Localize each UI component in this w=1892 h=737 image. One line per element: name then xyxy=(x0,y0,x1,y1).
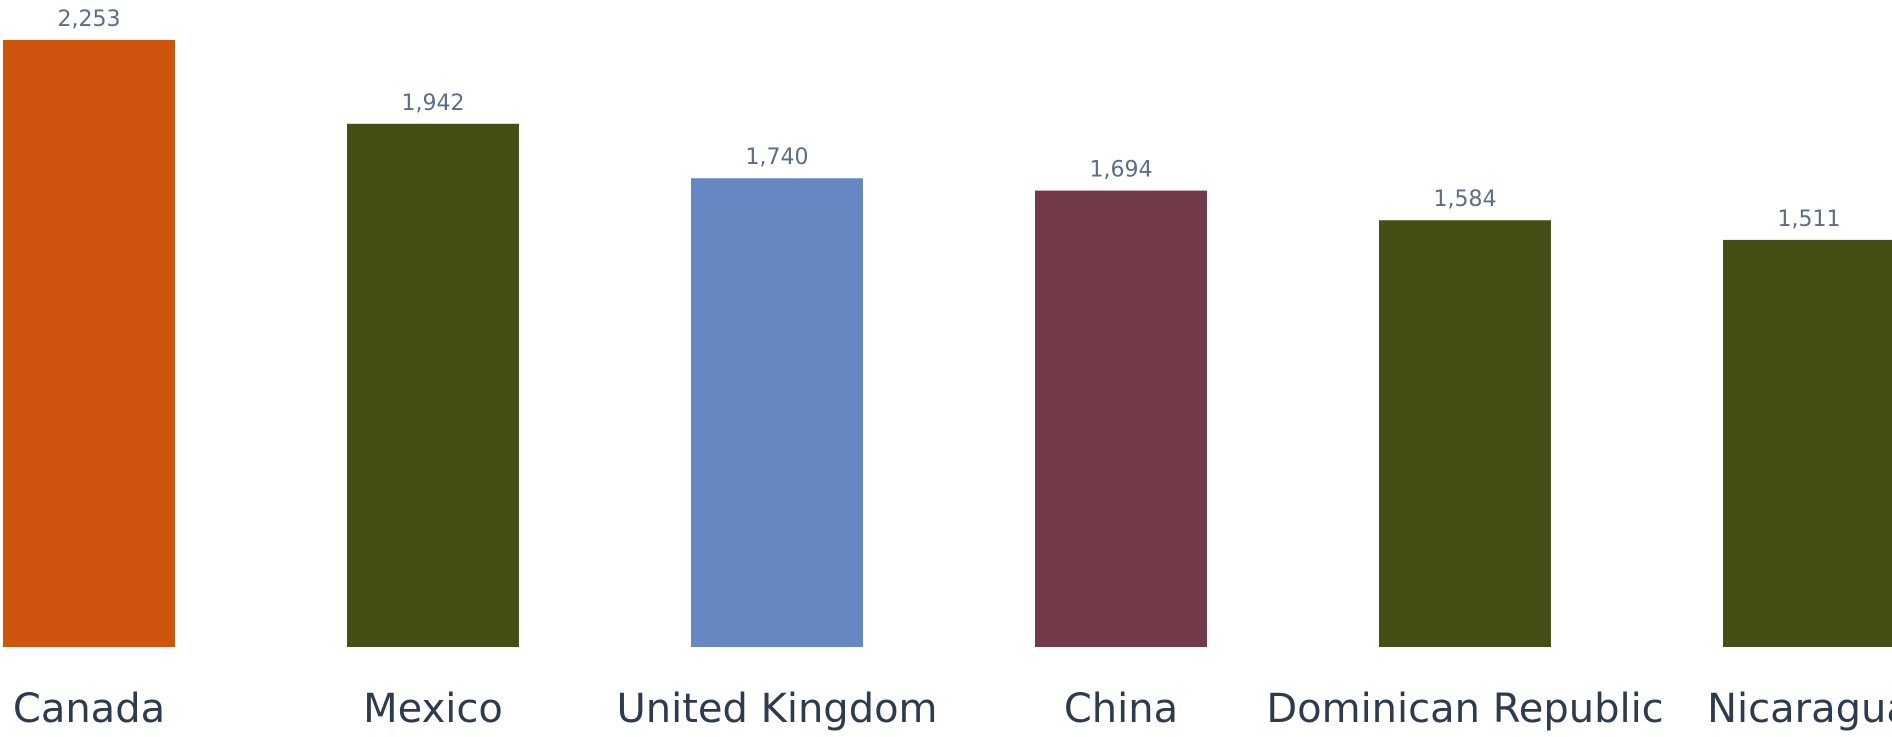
bar-canada xyxy=(3,40,175,647)
bar-dominican-republic xyxy=(1379,220,1551,647)
category-label-united-kingdom: United Kingdom xyxy=(616,686,937,732)
bar-china xyxy=(1035,190,1207,647)
category-labels-layer: Canada Mexico United Kingdom China Dominican… xyxy=(13,686,1892,732)
value-label-mexico: 1,942 xyxy=(402,91,465,116)
category-label-nicaragua: Nicaragua xyxy=(1707,686,1892,732)
value-label-dominican-republic: 1,584 xyxy=(1434,187,1497,212)
value-label-united-kingdom: 1,740 xyxy=(746,145,809,170)
value-label-china: 1,694 xyxy=(1090,158,1153,183)
category-label-canada: Canada xyxy=(13,686,165,732)
value-label-nicaragua: 1,511 xyxy=(1778,207,1841,232)
category-label-china: China xyxy=(1064,686,1178,732)
category-label-dominican-republic: Dominican Republic xyxy=(1266,686,1663,732)
value-labels-layer: 2,253 1,942 1,740 1,694 1,584 1,511 xyxy=(58,7,1841,232)
category-label-mexico: Mexico xyxy=(363,686,503,732)
value-label-canada: 2,253 xyxy=(58,7,121,32)
bars-layer xyxy=(3,40,1892,647)
bar-united-kingdom xyxy=(691,178,863,647)
bar-mexico xyxy=(347,123,519,647)
bar-nicaragua xyxy=(1723,239,1892,647)
